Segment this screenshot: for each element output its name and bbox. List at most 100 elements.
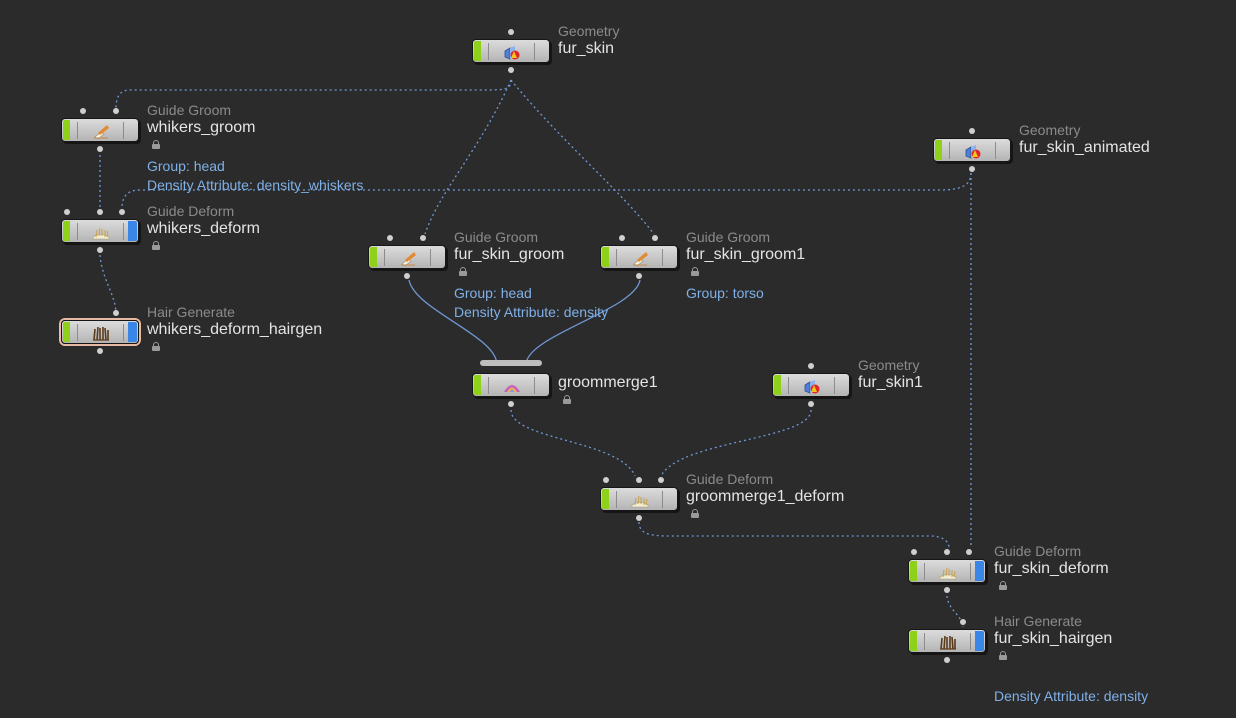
input-connector[interactable] bbox=[113, 310, 119, 316]
display-flag[interactable] bbox=[602, 247, 609, 267]
node-body[interactable] bbox=[908, 629, 986, 653]
input-connector[interactable] bbox=[969, 128, 975, 134]
node-body[interactable] bbox=[61, 219, 139, 243]
template-flag[interactable] bbox=[975, 561, 984, 581]
node-groommerge1-deform[interactable]: Guide Deform groommerge1_deform bbox=[600, 472, 844, 521]
node-fur-skin-animated[interactable]: Geometry fur_skin_animated bbox=[933, 123, 1150, 172]
input-connector[interactable] bbox=[911, 549, 917, 555]
node-fur-skin-hairgen[interactable]: Hair Generate fur_skin_hairgen Density A… bbox=[908, 614, 1148, 704]
node-info-density: Density Attribute: density bbox=[994, 688, 1149, 704]
node-body[interactable] bbox=[61, 118, 139, 142]
node-fur-skin1[interactable]: Geometry fur_skin1 bbox=[772, 358, 923, 407]
output-connector[interactable] bbox=[636, 515, 642, 521]
input-connector[interactable] bbox=[603, 477, 609, 483]
template-flag[interactable] bbox=[128, 322, 137, 342]
lock-icon[interactable] bbox=[691, 509, 699, 519]
node-fur-skin[interactable]: Geometry fur_skin bbox=[472, 24, 619, 73]
node-whikers-groom[interactable]: Guide Groom whikers_groom Group: head De… bbox=[61, 103, 363, 193]
node-groommerge1[interactable]: groommerge1 bbox=[472, 360, 658, 407]
output-connector[interactable] bbox=[508, 401, 514, 407]
lock-icon[interactable] bbox=[691, 267, 699, 277]
wire-fur-skin-animated-to-whikers-deform bbox=[121, 172, 972, 209]
node-fur-skin-groom1[interactable]: Guide Groom fur_skin_groom1 Group: torso bbox=[600, 230, 805, 301]
lock-icon[interactable] bbox=[999, 581, 1007, 591]
output-connector[interactable] bbox=[97, 247, 103, 253]
lock-icon[interactable] bbox=[152, 140, 160, 150]
input-connector[interactable] bbox=[658, 477, 664, 483]
input-connector[interactable] bbox=[119, 209, 125, 215]
guide-deform-icon bbox=[631, 495, 649, 508]
lock-icon[interactable] bbox=[459, 267, 467, 277]
node-fur-skin-deform[interactable]: Guide Deform fur_skin_deform bbox=[908, 544, 1109, 593]
node-name-label[interactable]: fur_skin1 bbox=[858, 374, 923, 391]
input-connector[interactable] bbox=[966, 549, 972, 555]
template-flag[interactable] bbox=[128, 221, 137, 241]
input-connector[interactable] bbox=[652, 235, 658, 241]
lock-icon[interactable] bbox=[152, 342, 160, 352]
node-name-label[interactable]: whikers_groom bbox=[147, 119, 256, 136]
output-connector[interactable] bbox=[944, 587, 950, 593]
node-whikers-deform[interactable]: Guide Deform whikers_deform bbox=[61, 204, 260, 253]
node-body[interactable] bbox=[908, 559, 986, 583]
node-name-label[interactable]: whikers_deform_hairgen bbox=[147, 321, 323, 338]
display-flag[interactable] bbox=[63, 322, 70, 342]
display-flag[interactable] bbox=[910, 631, 917, 651]
display-flag[interactable] bbox=[474, 375, 481, 395]
node-name-label[interactable]: fur_skin_groom bbox=[454, 246, 565, 263]
node-type-label: Hair Generate bbox=[994, 613, 1082, 629]
output-connector[interactable] bbox=[808, 401, 814, 407]
node-type-label: Guide Deform bbox=[686, 471, 774, 487]
node-body[interactable] bbox=[61, 320, 139, 344]
node-name-label[interactable]: groommerge1 bbox=[558, 374, 658, 391]
input-connector[interactable] bbox=[420, 235, 426, 241]
node-name-label[interactable]: fur_skin_groom1 bbox=[686, 246, 806, 263]
display-flag[interactable] bbox=[602, 489, 609, 509]
output-connector[interactable] bbox=[508, 67, 514, 73]
lock-icon[interactable] bbox=[152, 241, 160, 251]
template-flag[interactable] bbox=[975, 631, 984, 651]
display-flag[interactable] bbox=[63, 221, 70, 241]
input-connector[interactable] bbox=[97, 209, 103, 215]
node-info-density: Density Attribute: density bbox=[454, 304, 609, 320]
node-whikers-deform-hairgen[interactable]: Hair Generate whikers_deform_hairgen bbox=[61, 305, 322, 354]
node-name-label[interactable]: fur_skin_animated bbox=[1019, 139, 1150, 156]
output-connector[interactable] bbox=[97, 146, 103, 152]
display-flag[interactable] bbox=[474, 41, 481, 61]
output-connector[interactable] bbox=[969, 166, 975, 172]
input-connector[interactable] bbox=[80, 108, 86, 114]
output-connector[interactable] bbox=[404, 273, 410, 279]
node-body[interactable] bbox=[600, 487, 678, 511]
input-connector[interactable] bbox=[64, 209, 70, 215]
node-body[interactable] bbox=[772, 373, 850, 397]
lock-icon[interactable] bbox=[999, 651, 1007, 661]
lock-icon[interactable] bbox=[563, 395, 571, 405]
display-flag[interactable] bbox=[63, 120, 70, 140]
output-connector[interactable] bbox=[944, 657, 950, 663]
node-name-label[interactable]: fur_skin_hairgen bbox=[994, 630, 1113, 647]
input-connector[interactable] bbox=[960, 619, 966, 625]
node-body[interactable] bbox=[368, 245, 446, 269]
node-name-label[interactable]: whikers_deform bbox=[147, 220, 260, 237]
node-name-label[interactable]: fur_skin bbox=[558, 40, 615, 57]
node-body[interactable] bbox=[472, 373, 550, 397]
node-body[interactable] bbox=[933, 138, 1011, 162]
input-connector[interactable] bbox=[113, 108, 119, 114]
display-flag[interactable] bbox=[774, 375, 781, 395]
input-connector[interactable] bbox=[387, 235, 393, 241]
merge-input-bar[interactable] bbox=[480, 360, 542, 366]
output-connector[interactable] bbox=[97, 348, 103, 354]
input-connector[interactable] bbox=[636, 477, 642, 483]
node-body[interactable] bbox=[472, 39, 550, 63]
input-connector[interactable] bbox=[508, 29, 514, 35]
node-name-label[interactable]: groommerge1_deform bbox=[686, 488, 845, 505]
input-connector[interactable] bbox=[944, 549, 950, 555]
output-connector[interactable] bbox=[636, 273, 642, 279]
display-flag[interactable] bbox=[370, 247, 377, 267]
display-flag[interactable] bbox=[935, 140, 942, 160]
node-fur-skin-groom[interactable]: Guide Groom fur_skin_groom Group: head D… bbox=[368, 230, 608, 320]
node-name-label[interactable]: fur_skin_deform bbox=[994, 560, 1109, 577]
input-connector[interactable] bbox=[808, 363, 814, 369]
display-flag[interactable] bbox=[910, 561, 917, 581]
node-body[interactable] bbox=[600, 245, 678, 269]
input-connector[interactable] bbox=[619, 235, 625, 241]
